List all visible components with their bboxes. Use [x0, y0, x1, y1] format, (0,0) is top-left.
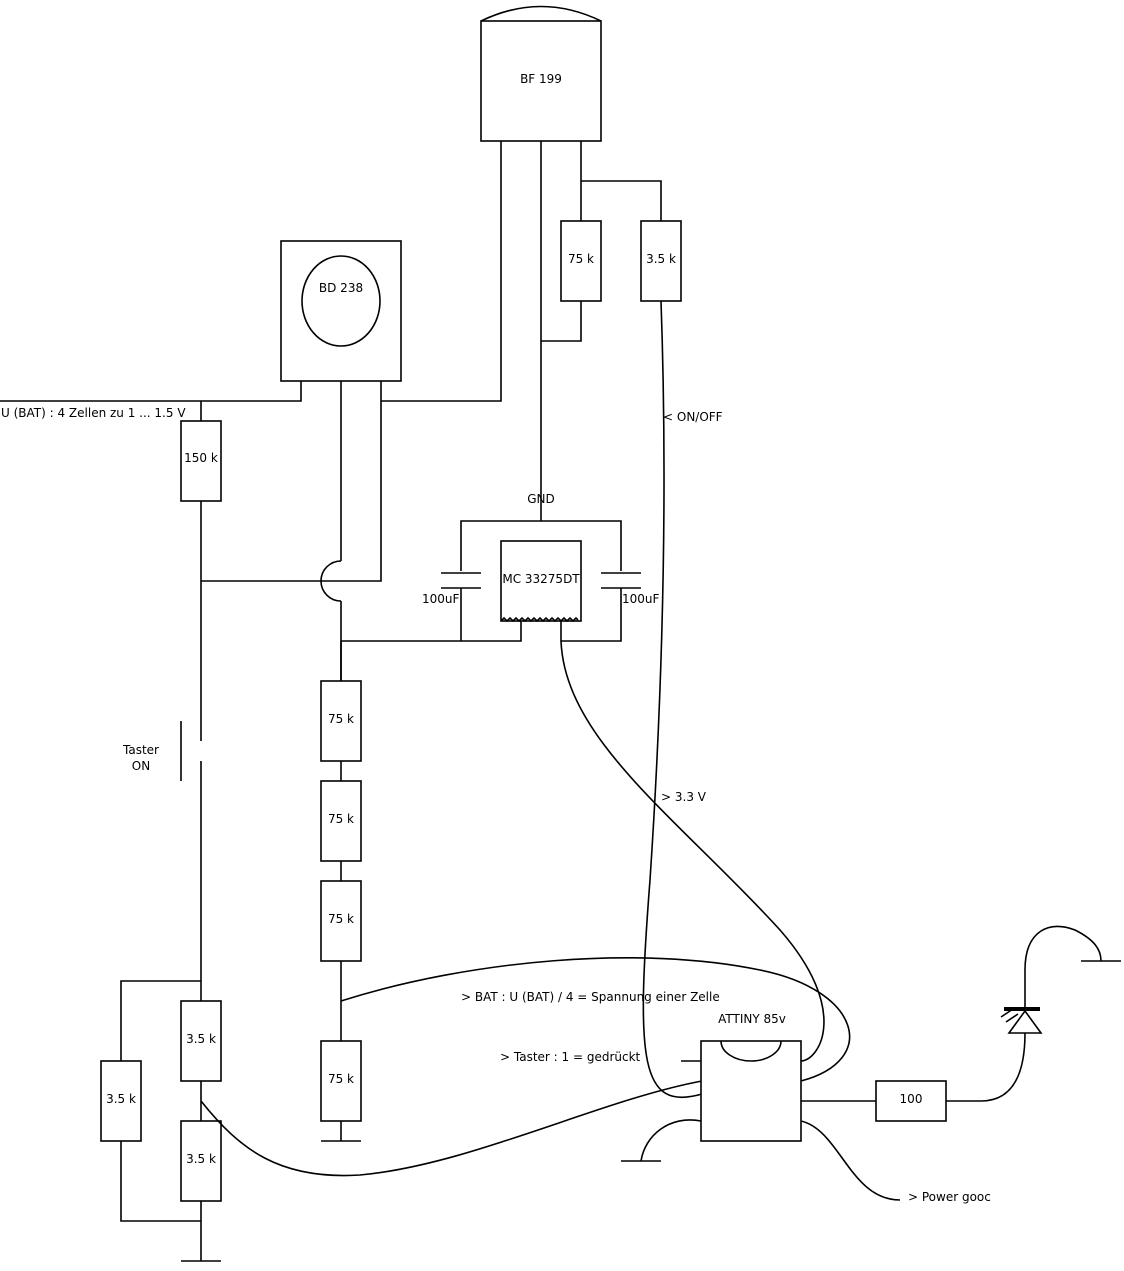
led-ground-wire — [1024, 925, 1102, 971]
resistor-75k-2-label: 75 k — [328, 812, 354, 826]
resistor-3-5k-b: 3.5 k — [180, 1120, 222, 1202]
onoff-label: < ON/OFF — [663, 410, 723, 424]
resistor-75k-top-label: 75 k — [568, 252, 594, 266]
led-icon — [1000, 970, 1043, 1034]
resistor-75k-1-label: 75 k — [328, 712, 354, 726]
gnd-bus — [460, 520, 622, 571]
gnd-label: GND — [527, 492, 555, 506]
resistor-3-5k-top: 3.5 k — [640, 220, 682, 302]
resistor-100: 100 — [875, 1080, 947, 1122]
attiny-ground-wire — [640, 1119, 702, 1162]
taster-label-line2: ON — [132, 759, 150, 773]
taster-pressed-label: > Taster : 1 = gedrückt — [500, 1050, 641, 1064]
capacitor-right — [560, 572, 641, 642]
regulator-label: MC 33275DT — [502, 572, 580, 586]
resistor-100-label: 100 — [900, 1092, 923, 1106]
capacitor-left — [441, 572, 481, 641]
taster-sense-wire — [200, 1080, 703, 1177]
resistor-3-5k-c-label: 3.5 k — [106, 1092, 136, 1106]
taster-switch — [180, 721, 202, 1001]
resistor-75k-4-label: 75 k — [328, 1072, 354, 1086]
power-good-label: > Power gooc — [908, 1190, 991, 1204]
bd238-leads — [0, 381, 382, 681]
attiny-chip — [700, 1040, 802, 1142]
resistor-150k-label: 150 k — [184, 451, 218, 465]
bat-sense-wire — [340, 957, 851, 1082]
v33-wire — [560, 640, 825, 1062]
resistor-75k-2: 75 k — [320, 780, 362, 862]
regulator-mc33275: MC 33275DT — [500, 540, 582, 623]
resistor-75k-4: 75 k — [320, 1040, 362, 1122]
resistor-150k: 150 k — [180, 420, 222, 502]
regulator-input-wire — [341, 621, 522, 642]
taster-label-line1: Taster — [122, 743, 159, 757]
power-good-wire — [800, 1120, 901, 1201]
bf199-leads — [381, 141, 662, 521]
resistor-75k-3: 75 k — [320, 880, 362, 962]
resistor-75k-top: 75 k — [560, 220, 602, 302]
ubat-label: U (BAT) : 4 Zellen zu 1 ... 1.5 V — [1, 406, 186, 420]
bat-divider-label: > BAT : U (BAT) / 4 = Spannung einer Zel… — [461, 990, 720, 1004]
v33-label: > 3.3 V — [661, 790, 707, 804]
resistor-3-5k-a: 3.5 k — [180, 1000, 222, 1082]
resistor-3-5k-top-label: 3.5 k — [646, 252, 676, 266]
led-wire — [946, 1032, 1026, 1102]
resistor-3-5k-a-label: 3.5 k — [186, 1032, 216, 1046]
capacitor-right-label: 100uF — [622, 592, 660, 606]
resistor-75k-1: 75 k — [320, 680, 362, 762]
resistor-75k-3-label: 75 k — [328, 912, 354, 926]
attiny-label: ATTINY 85v — [718, 1012, 786, 1026]
capacitor-left-label: 100uF — [422, 592, 460, 606]
bf199-label: BF 199 — [520, 72, 562, 86]
onoff-wire — [642, 300, 703, 1099]
bd238-transistor: BD 238 — [280, 240, 402, 382]
bd238-label: BD 238 — [319, 281, 363, 295]
bf199-transistor: BF 199 — [480, 5, 602, 142]
resistor-3-5k-c: 3.5 k — [100, 1060, 142, 1142]
resistor-3-5k-b-label: 3.5 k — [186, 1152, 216, 1166]
